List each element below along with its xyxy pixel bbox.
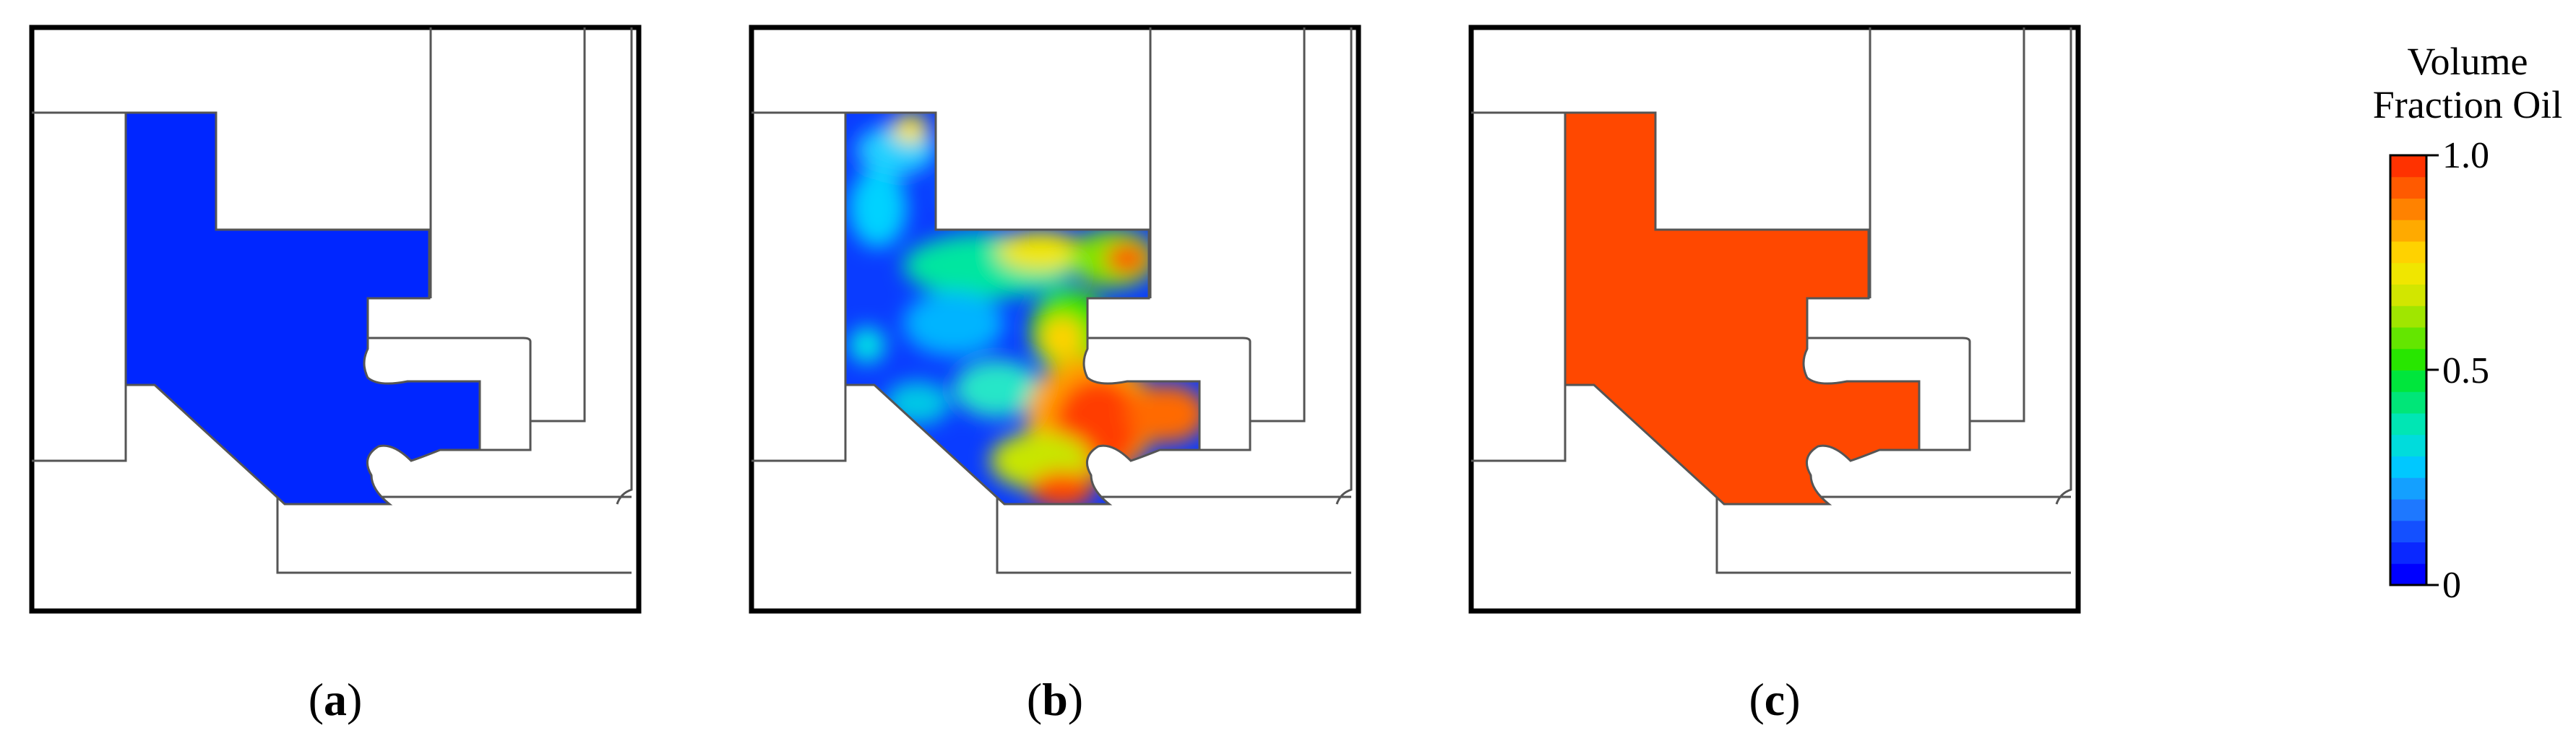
panel-a: [29, 25, 642, 614]
colorbar-band: [2390, 220, 2426, 242]
tick-label-1-0: 1.0: [2442, 135, 2489, 176]
colorbar-title-line2: Fraction Oil: [2373, 83, 2562, 126]
colorbar-band: [2390, 370, 2426, 392]
colorbar-band: [2390, 306, 2426, 328]
panel-c: [1468, 25, 2081, 614]
geometry-outline: [32, 27, 633, 574]
colorbar-band: [2390, 262, 2426, 285]
tick-label-0: 0: [2442, 565, 2461, 606]
colorbar-band: [2390, 327, 2426, 350]
colorbar-band: [2390, 176, 2426, 199]
colorbar-band: [2390, 155, 2426, 178]
panel-b: [749, 25, 1361, 614]
colorbar-band: [2390, 413, 2426, 436]
colorbar-band: [2390, 391, 2426, 414]
colorbar-band: [2390, 198, 2426, 220]
tick-label-0-5: 0.5: [2442, 350, 2489, 391]
colorbar-title-line1: Volume: [2407, 40, 2528, 83]
colorbar-band: [2390, 563, 2426, 586]
colorbar-band: [2390, 284, 2426, 306]
caption-a: (a): [309, 674, 363, 725]
colorbar-bands: [2390, 155, 2426, 586]
colorbar-legend: Volume Fraction Oil 1.0 0.5 0: [2373, 40, 2562, 606]
geometry-outline: [1471, 27, 2072, 574]
colorbar-band: [2390, 477, 2426, 500]
colorbar-band: [2390, 520, 2426, 542]
colorbar-band: [2390, 542, 2426, 564]
colorbar-band: [2390, 456, 2426, 478]
colorbar-band: [2390, 241, 2426, 264]
caption-b: (b): [1027, 674, 1083, 725]
colorbar-band: [2390, 434, 2426, 456]
caption-c: (c): [1749, 674, 1800, 725]
colorbar-band: [2390, 348, 2426, 370]
colorbar-band: [2390, 499, 2426, 521]
